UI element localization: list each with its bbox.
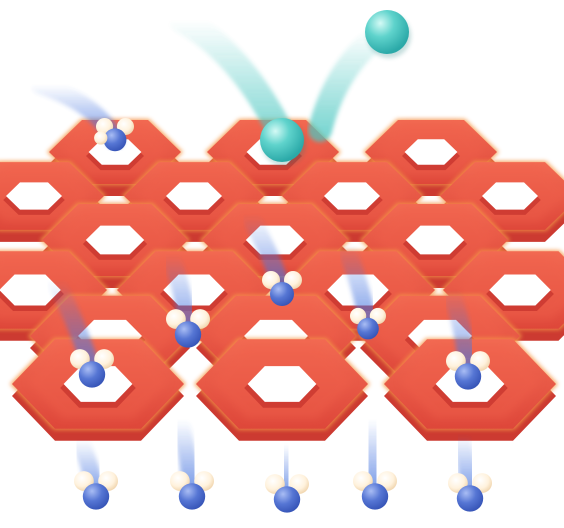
small-molecule — [170, 471, 215, 510]
small-molecule-center — [78, 361, 106, 388]
hexagon-cell — [10, 338, 186, 441]
small-molecule-center — [178, 483, 206, 510]
small-molecule — [166, 309, 211, 348]
small-molecule-center — [357, 317, 379, 340]
large-molecule-sphere — [260, 118, 304, 162]
large-molecule-trail — [169, 7, 295, 148]
large-molecule — [365, 10, 411, 58]
pore — [324, 182, 380, 210]
small-molecule-center — [103, 128, 127, 152]
pore — [0, 274, 61, 306]
small-molecule-cap — [94, 131, 108, 145]
small-molecule-center — [456, 485, 484, 512]
pore — [482, 182, 538, 210]
pore — [405, 225, 465, 255]
pore — [85, 225, 145, 255]
small-molecule-center — [361, 483, 389, 510]
pore — [489, 274, 551, 306]
large-molecule — [260, 118, 306, 166]
small-molecule — [350, 307, 386, 340]
small-molecule — [448, 473, 492, 512]
small-molecule — [262, 271, 302, 306]
pore — [88, 139, 142, 165]
molecules-layer — [70, 10, 492, 513]
small-molecule-center — [270, 282, 294, 306]
pore — [166, 182, 222, 210]
pore — [247, 366, 317, 402]
large-molecule-sphere — [365, 10, 409, 54]
small-molecule — [74, 471, 118, 510]
small-molecule-center — [82, 483, 110, 510]
small-molecule — [446, 351, 490, 390]
small-molecule — [353, 471, 397, 510]
small-molecule-center — [273, 486, 301, 513]
small-molecule — [265, 474, 309, 513]
pore — [404, 139, 458, 165]
small-molecule-center — [454, 363, 482, 390]
small-molecule — [94, 117, 134, 152]
hexagon-cell — [194, 338, 370, 441]
small-molecule-center — [174, 321, 202, 348]
pore — [6, 182, 62, 210]
small-molecule — [70, 349, 114, 388]
